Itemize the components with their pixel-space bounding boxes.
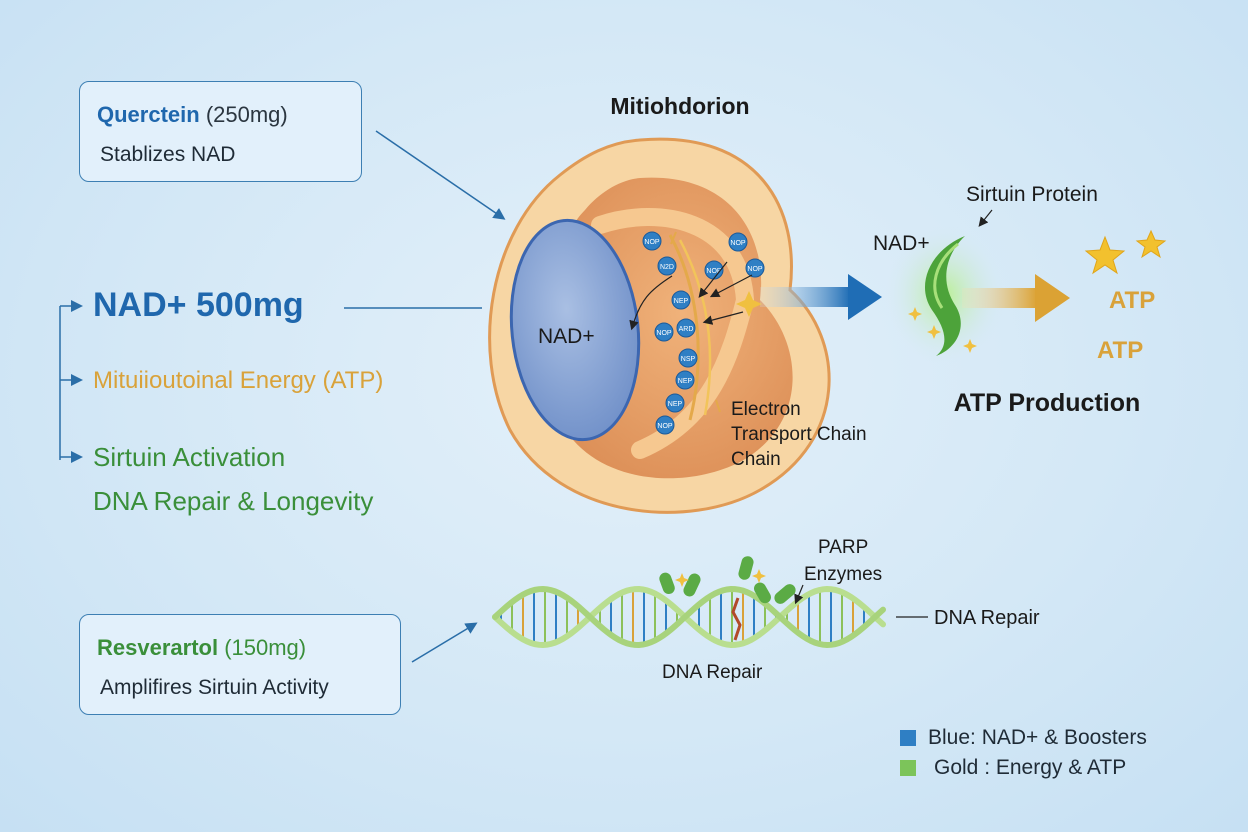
dna-strand — [492, 585, 886, 649]
dna-helix — [492, 585, 886, 649]
nad-molecule — [675, 370, 695, 390]
parp-enzymes-icon — [659, 556, 796, 641]
inner-arrows — [629, 261, 753, 331]
legend-blue: Blue: NAD+ & Boosters — [900, 726, 1147, 750]
nad-dose-label: NAD+ 500mg — [93, 286, 304, 324]
nad-molecule — [676, 318, 696, 338]
parp-pointer — [794, 584, 804, 605]
nad-molecules: NOP NOP N2D NOP NOP NEP NOP ARD NSP NEP NEP NOP — [642, 231, 765, 435]
legend-gold-label: Gold : Energy & ATP — [934, 756, 1127, 779]
nad-molecule-label: NOP — [730, 240, 746, 247]
legend-blue-swatch — [900, 730, 916, 746]
sirtuin-sparkles — [908, 307, 977, 353]
quercetin-arrow — [375, 130, 506, 220]
nad-molecule-label: NOP — [644, 239, 660, 246]
resveratrol-dose: (150mg) — [224, 635, 307, 660]
parp-label-2: Enzymes — [804, 564, 882, 585]
etc-label-1: Electron — [731, 399, 801, 420]
nad-molecule-label: N2D — [660, 264, 674, 271]
sirtuin-protein-icon — [885, 225, 1005, 365]
sirtuin-pointer — [978, 209, 993, 227]
mito-to-sirtuin-arrow — [760, 274, 882, 320]
right-nad-label: NAD+ — [873, 232, 930, 255]
legend-gold: Gold : Energy & ATP — [900, 756, 1126, 780]
nad-molecule — [655, 415, 675, 435]
nad-molecule — [671, 290, 691, 310]
resveratrol-name: Resverartol — [97, 635, 219, 660]
mitochondrion-title: Mitiohdorion — [610, 93, 749, 119]
resveratrol-arrow — [411, 622, 478, 663]
dna-strand — [492, 585, 886, 649]
nad-molecule-label: NOP — [747, 266, 763, 273]
atp-label-1: ATP — [1109, 287, 1155, 314]
sirtuin-activation-label: Sirtuin Activation — [93, 442, 286, 472]
energy-label: Mituiioutoinal Energy (ATP) — [93, 367, 384, 394]
resveratrol-effect: Amplifires Sirtuin Activity — [100, 676, 329, 699]
nad-molecule — [642, 231, 662, 251]
nad-molecule-label: NOP — [656, 330, 672, 337]
nad-molecule-label: NOP — [706, 268, 722, 275]
resveratrol-title: Resverartol (150mg) — [97, 635, 306, 661]
atp-label-2: ATP — [1097, 337, 1143, 364]
nad-molecule — [678, 348, 698, 368]
resveratrol-card: Resverartol (150mg) Amplifires Sirtuin A… — [79, 614, 401, 715]
etc-label-2: Transport Chain — [731, 424, 867, 445]
mito-nad-label: NAD+ — [538, 325, 595, 348]
dna-repair-right-label: DNA Repair — [934, 607, 1040, 629]
legend-gold-swatch — [900, 760, 916, 776]
nad-molecule-label: NSP — [681, 356, 696, 363]
nad-molecule — [657, 256, 677, 276]
left-bracket — [59, 300, 83, 463]
nad-molecule-label: NEP — [678, 378, 693, 385]
atp-stars — [1084, 229, 1167, 275]
nad-molecule — [654, 322, 674, 342]
etc-label-3: Chain — [731, 449, 781, 470]
nad-molecule-label: ARD — [679, 326, 694, 333]
dna-repair-bottom-label: DNA Repair — [662, 662, 763, 683]
quercetin-effect: Stablizes NAD — [100, 143, 236, 166]
legend-blue-label: Blue: NAD+ & Boosters — [928, 726, 1147, 749]
nad-molecule-label: NOP — [657, 423, 673, 430]
atp-production-label: ATP Production — [954, 389, 1141, 417]
quercetin-title: Querctein (250mg) — [97, 102, 288, 128]
nad-molecule — [745, 258, 765, 278]
parp-label-1: PARP — [818, 537, 868, 558]
nad-molecule — [728, 232, 748, 252]
sirtuin-protein-label: Sirtuin Protein — [966, 183, 1098, 206]
quercetin-dose: (250mg) — [205, 102, 288, 127]
quercetin-card: Querctein (250mg) Stablizes NAD — [79, 81, 362, 182]
nad-molecule — [665, 393, 685, 413]
dna-longevity-label: DNA Repair & Longevity — [93, 486, 374, 516]
spark-icon — [736, 291, 762, 317]
quercetin-name: Querctein — [97, 102, 200, 127]
sirtuin-to-atp-arrow — [962, 274, 1070, 322]
nad-molecule-label: NEP — [674, 298, 689, 305]
nad-molecule-label: NEP — [668, 401, 683, 408]
